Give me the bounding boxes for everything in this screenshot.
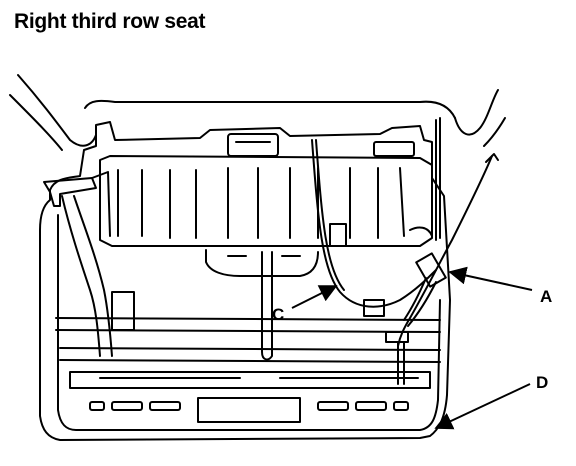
bottom-slots (89, 397, 409, 423)
callout-c-label: C (272, 305, 284, 324)
callout-a-label: A (540, 287, 552, 306)
cross-tubes (55, 317, 441, 389)
seat-cushion-outline (9, 74, 506, 151)
callout-c-leader (291, 285, 338, 309)
callout-a-leader (448, 266, 533, 291)
seat-frame (39, 121, 451, 441)
callout-d-leader (434, 383, 531, 430)
release-strap-a (385, 117, 499, 385)
page-title: Right third row seat (14, 10, 206, 33)
release-cable-c (311, 139, 437, 308)
callout-d-label: D (536, 373, 548, 392)
seat-pan (99, 133, 433, 247)
center-bracket (111, 249, 385, 361)
left-latch-arm (43, 171, 113, 357)
